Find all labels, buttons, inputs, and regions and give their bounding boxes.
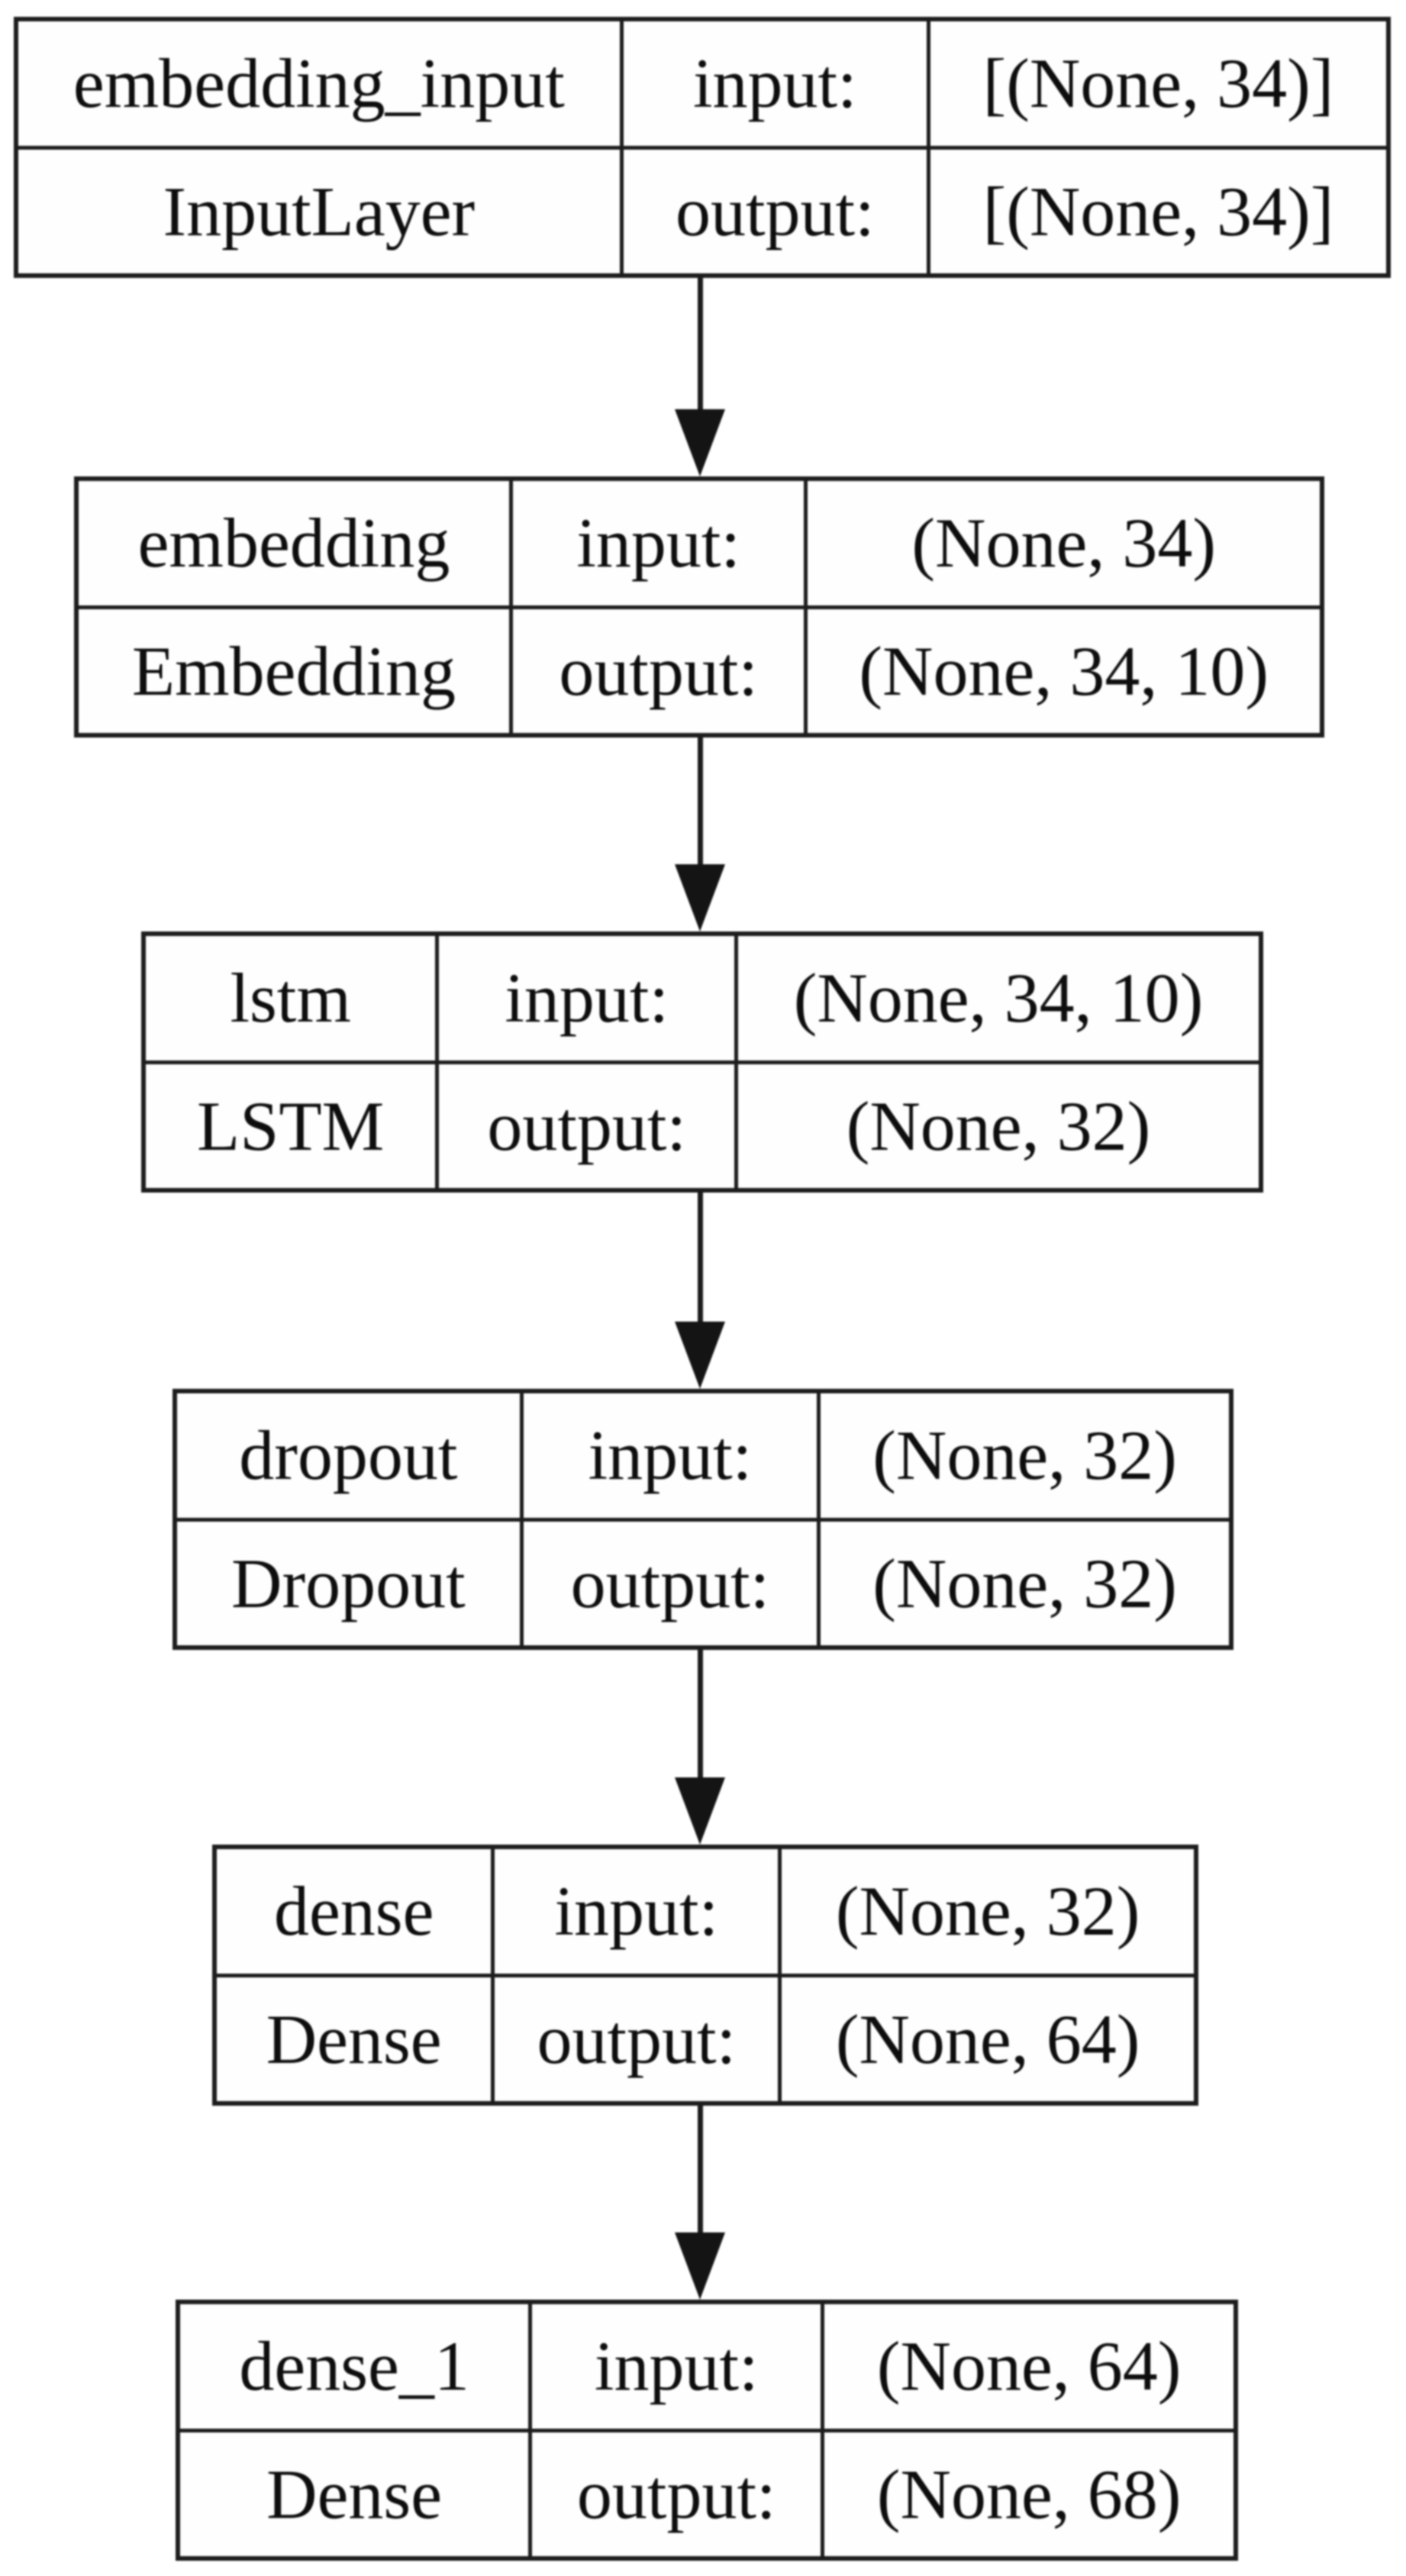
arrow-head-icon xyxy=(675,2232,725,2300)
layer-name: embedding_input xyxy=(18,21,620,146)
layer-name: embedding xyxy=(79,481,509,605)
output-label: output: xyxy=(532,2432,821,2556)
edge-arrow xyxy=(669,1191,730,1389)
layer-node-dropout: dropout input: (None, 32) Dropout output… xyxy=(173,1389,1233,1650)
input-shape: (None, 34, 10) xyxy=(737,936,1259,1060)
layer-node-lstm: lstm input: (None, 34, 10) LSTM output: … xyxy=(141,931,1263,1193)
layer-name: dense_1 xyxy=(180,2304,529,2429)
output-shape: (None, 34, 10) xyxy=(808,608,1320,733)
arrow-head-icon xyxy=(675,1322,725,1389)
arrow-head-icon xyxy=(675,1777,725,1845)
layer-node-embedding: embedding input: (None, 34) Embedding ou… xyxy=(74,476,1324,738)
input-label: input: xyxy=(532,2304,821,2429)
input-label: input: xyxy=(523,1393,817,1518)
arrow-shaft xyxy=(697,2104,703,2232)
output-shape: (None, 32) xyxy=(821,1521,1229,1645)
layer-class: InputLayer xyxy=(18,149,620,273)
arrow-head-icon xyxy=(675,409,725,476)
arrow-shaft xyxy=(697,1648,703,1777)
layer-name: dense xyxy=(217,1849,492,1974)
arrow-shaft xyxy=(697,276,703,409)
input-shape: [(None, 34)] xyxy=(930,21,1386,146)
output-shape: (None, 68) xyxy=(824,2432,1233,2556)
arrow-shaft xyxy=(697,736,703,864)
layer-name: dropout xyxy=(177,1393,520,1518)
output-shape: (None, 32) xyxy=(737,1064,1259,1188)
output-label: output: xyxy=(512,608,805,733)
edge-arrow xyxy=(669,1648,730,1845)
output-shape: [(None, 34)] xyxy=(930,149,1386,273)
layer-class: LSTM xyxy=(146,1064,436,1188)
input-shape: (None, 32) xyxy=(782,1849,1194,1974)
output-label: output: xyxy=(523,1521,817,1645)
layer-node-embedding-input: embedding_input input: [(None, 34)] Inpu… xyxy=(14,17,1391,278)
output-label: output: xyxy=(495,1977,779,2101)
input-shape: (None, 64) xyxy=(824,2304,1233,2429)
output-shape: (None, 64) xyxy=(782,1977,1194,2101)
layer-name: lstm xyxy=(146,936,436,1060)
layer-class: Dense xyxy=(217,1977,492,2101)
input-label: input: xyxy=(623,21,927,146)
arrow-shaft xyxy=(697,1191,703,1322)
layer-class: Dense xyxy=(180,2432,529,2556)
input-shape: (None, 34) xyxy=(808,481,1320,605)
input-shape: (None, 32) xyxy=(821,1393,1229,1518)
output-label: output: xyxy=(623,149,927,273)
layer-node-dense: dense input: (None, 32) Dense output: (N… xyxy=(212,1845,1198,2106)
layer-class: Dropout xyxy=(177,1521,520,1645)
input-label: input: xyxy=(512,481,805,605)
input-label: input: xyxy=(439,936,734,1060)
output-label: output: xyxy=(439,1064,734,1188)
edge-arrow xyxy=(669,276,730,476)
arrow-head-icon xyxy=(675,864,725,931)
input-label: input: xyxy=(495,1849,779,1974)
edge-arrow xyxy=(669,736,730,931)
edge-arrow xyxy=(669,2104,730,2300)
layer-node-dense-1: dense_1 input: (None, 64) Dense output: … xyxy=(176,2300,1238,2561)
layer-class: Embedding xyxy=(79,608,509,733)
